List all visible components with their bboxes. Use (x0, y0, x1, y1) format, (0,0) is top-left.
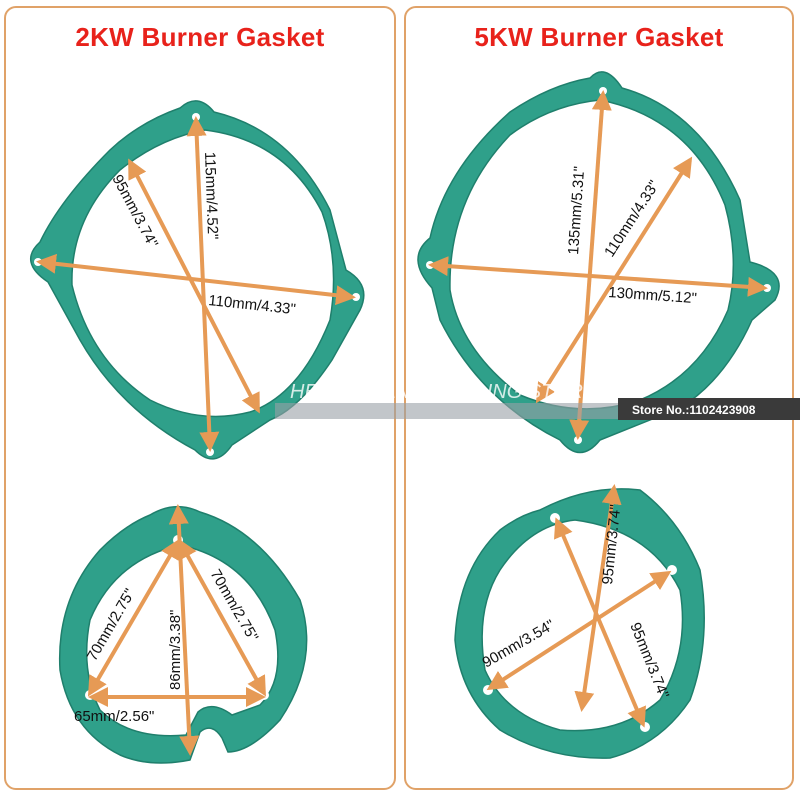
panel-title-2kw: 2KW Burner Gasket (75, 22, 325, 52)
dimension-arrow-icon (178, 538, 266, 697)
store-badge (618, 398, 800, 420)
dimension-arrow-icon (87, 538, 181, 697)
mounting-hole-icon (574, 436, 582, 444)
dimension-arrow-icon (554, 517, 646, 728)
dim-label: 65mm/2.56" (74, 708, 154, 725)
dim-label: 110mm/4.33" (208, 292, 297, 318)
dim-label: 115mm/4.52" (201, 152, 221, 240)
watermark-text: HEATING AND COOLING STORE (290, 381, 597, 403)
mounting-hole-icon (192, 113, 200, 121)
panel-title-5kw: 5KW Burner Gasket (474, 22, 724, 52)
mounting-hole-icon (763, 284, 771, 292)
mounting-hole-icon (599, 87, 607, 95)
mounting-hole-icon (206, 448, 214, 456)
gasket-2kw-small: 70mm/2.75" 86mm/3.38" 70mm/2.75" 65mm/2.… (58, 504, 308, 764)
dim-label: 130mm/5.12" (608, 284, 698, 307)
dimension-arrow-icon (36, 253, 356, 306)
mounting-hole-icon (352, 293, 360, 301)
dim-label: 95mm/3.74" (626, 620, 672, 701)
dimension-arrow-icon (428, 256, 768, 297)
dim-label: 135mm/5.31" (565, 166, 588, 256)
store-number: Store No.:1102423908 (632, 403, 756, 417)
dim-label: 86mm/3.38" (167, 610, 184, 690)
gasket-5kw-small: 95mm/3.74" 90mm/3.54" 95mm/3.74" (454, 484, 705, 759)
dim-label: 90mm/3.54" (480, 617, 558, 672)
watermark: HEATING AND COOLING STORE Store No.:1102… (275, 381, 800, 420)
mounting-hole-icon (667, 565, 677, 575)
